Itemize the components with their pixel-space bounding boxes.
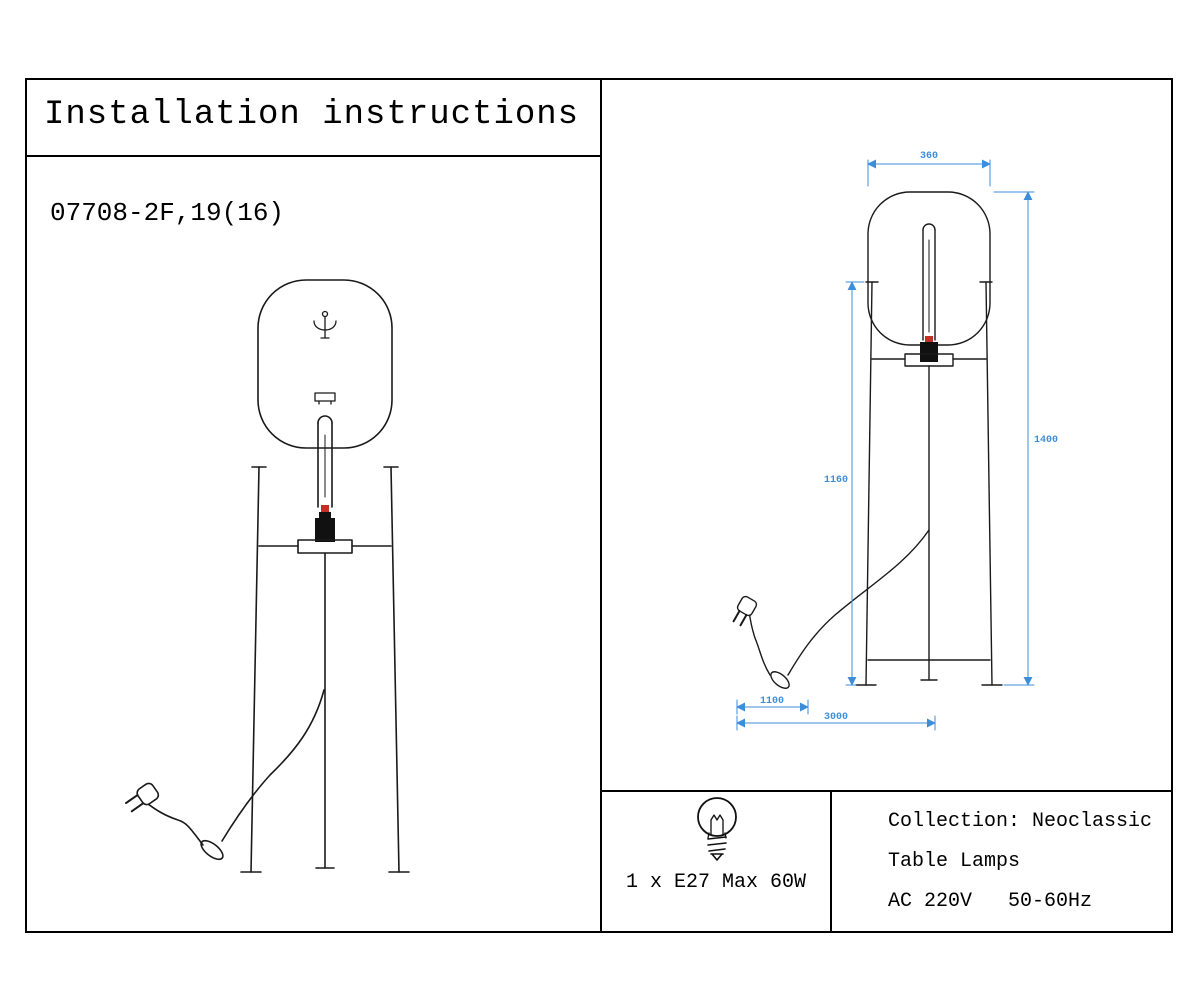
spec-collection: Collection: Neoclassic [888, 810, 1153, 833]
right-leg [391, 467, 399, 872]
divider-specs-row [600, 790, 1171, 792]
sheet-frame [25, 78, 1173, 933]
dim-total-height: 1400 [994, 191, 1058, 686]
dim-label-1400: 1400 [1034, 435, 1058, 446]
dim-stand-height: 1160 [824, 281, 864, 686]
lamp-shade [258, 280, 392, 448]
dim-cord-a: 1100 [736, 696, 809, 714]
bulb-icon [688, 792, 746, 872]
lamp-dimension-drawing: 360 1400 1160 1100 3000 [620, 151, 1058, 745]
dimension-annotations: 360 1400 1160 1100 3000 [736, 151, 1058, 730]
spec-category: Table Lamps [888, 850, 1021, 873]
bulb-tube [318, 416, 332, 512]
dim-label-3000: 3000 [824, 712, 848, 723]
tube-tip-red [925, 336, 933, 342]
left-leg [251, 467, 259, 872]
dim-label-1100: 1100 [760, 696, 784, 707]
power-cord [730, 530, 929, 691]
divider-specs-cells [830, 790, 832, 931]
model-number: 07708-2F,19(16) [50, 198, 285, 228]
dim-cord-b: 3000 [736, 712, 936, 730]
dim-label-360: 360 [920, 151, 938, 162]
dim-label-1160: 1160 [824, 475, 848, 486]
cord-switch [768, 669, 792, 692]
stand [241, 467, 409, 872]
product-specs: Collection: Neoclassic Table Lamps AC 22… [888, 802, 1168, 922]
cord-switch [198, 837, 226, 862]
dim-shade-width: 360 [867, 151, 991, 186]
stand [856, 282, 1002, 685]
lamp-front-drawing [100, 235, 480, 890]
page-title: Installation instructions [44, 96, 580, 134]
left-leg [866, 282, 872, 685]
bulb-tube [923, 224, 935, 342]
shade-hanger-icon [314, 312, 336, 339]
power-plug [730, 595, 758, 627]
shade-socket-detail [315, 393, 335, 404]
divider-vertical-main [600, 80, 602, 931]
socket-block [315, 512, 335, 542]
divider-title-box [27, 155, 600, 157]
power-plug [124, 781, 161, 814]
spec-power: AC 220V 50-60Hz [888, 890, 1093, 913]
socket-block [920, 342, 938, 362]
power-cord [124, 690, 324, 863]
right-leg [986, 282, 992, 685]
bulb-spec-text: 1 x E27 Max 60W [625, 871, 807, 894]
tube-tip-red [321, 505, 329, 512]
